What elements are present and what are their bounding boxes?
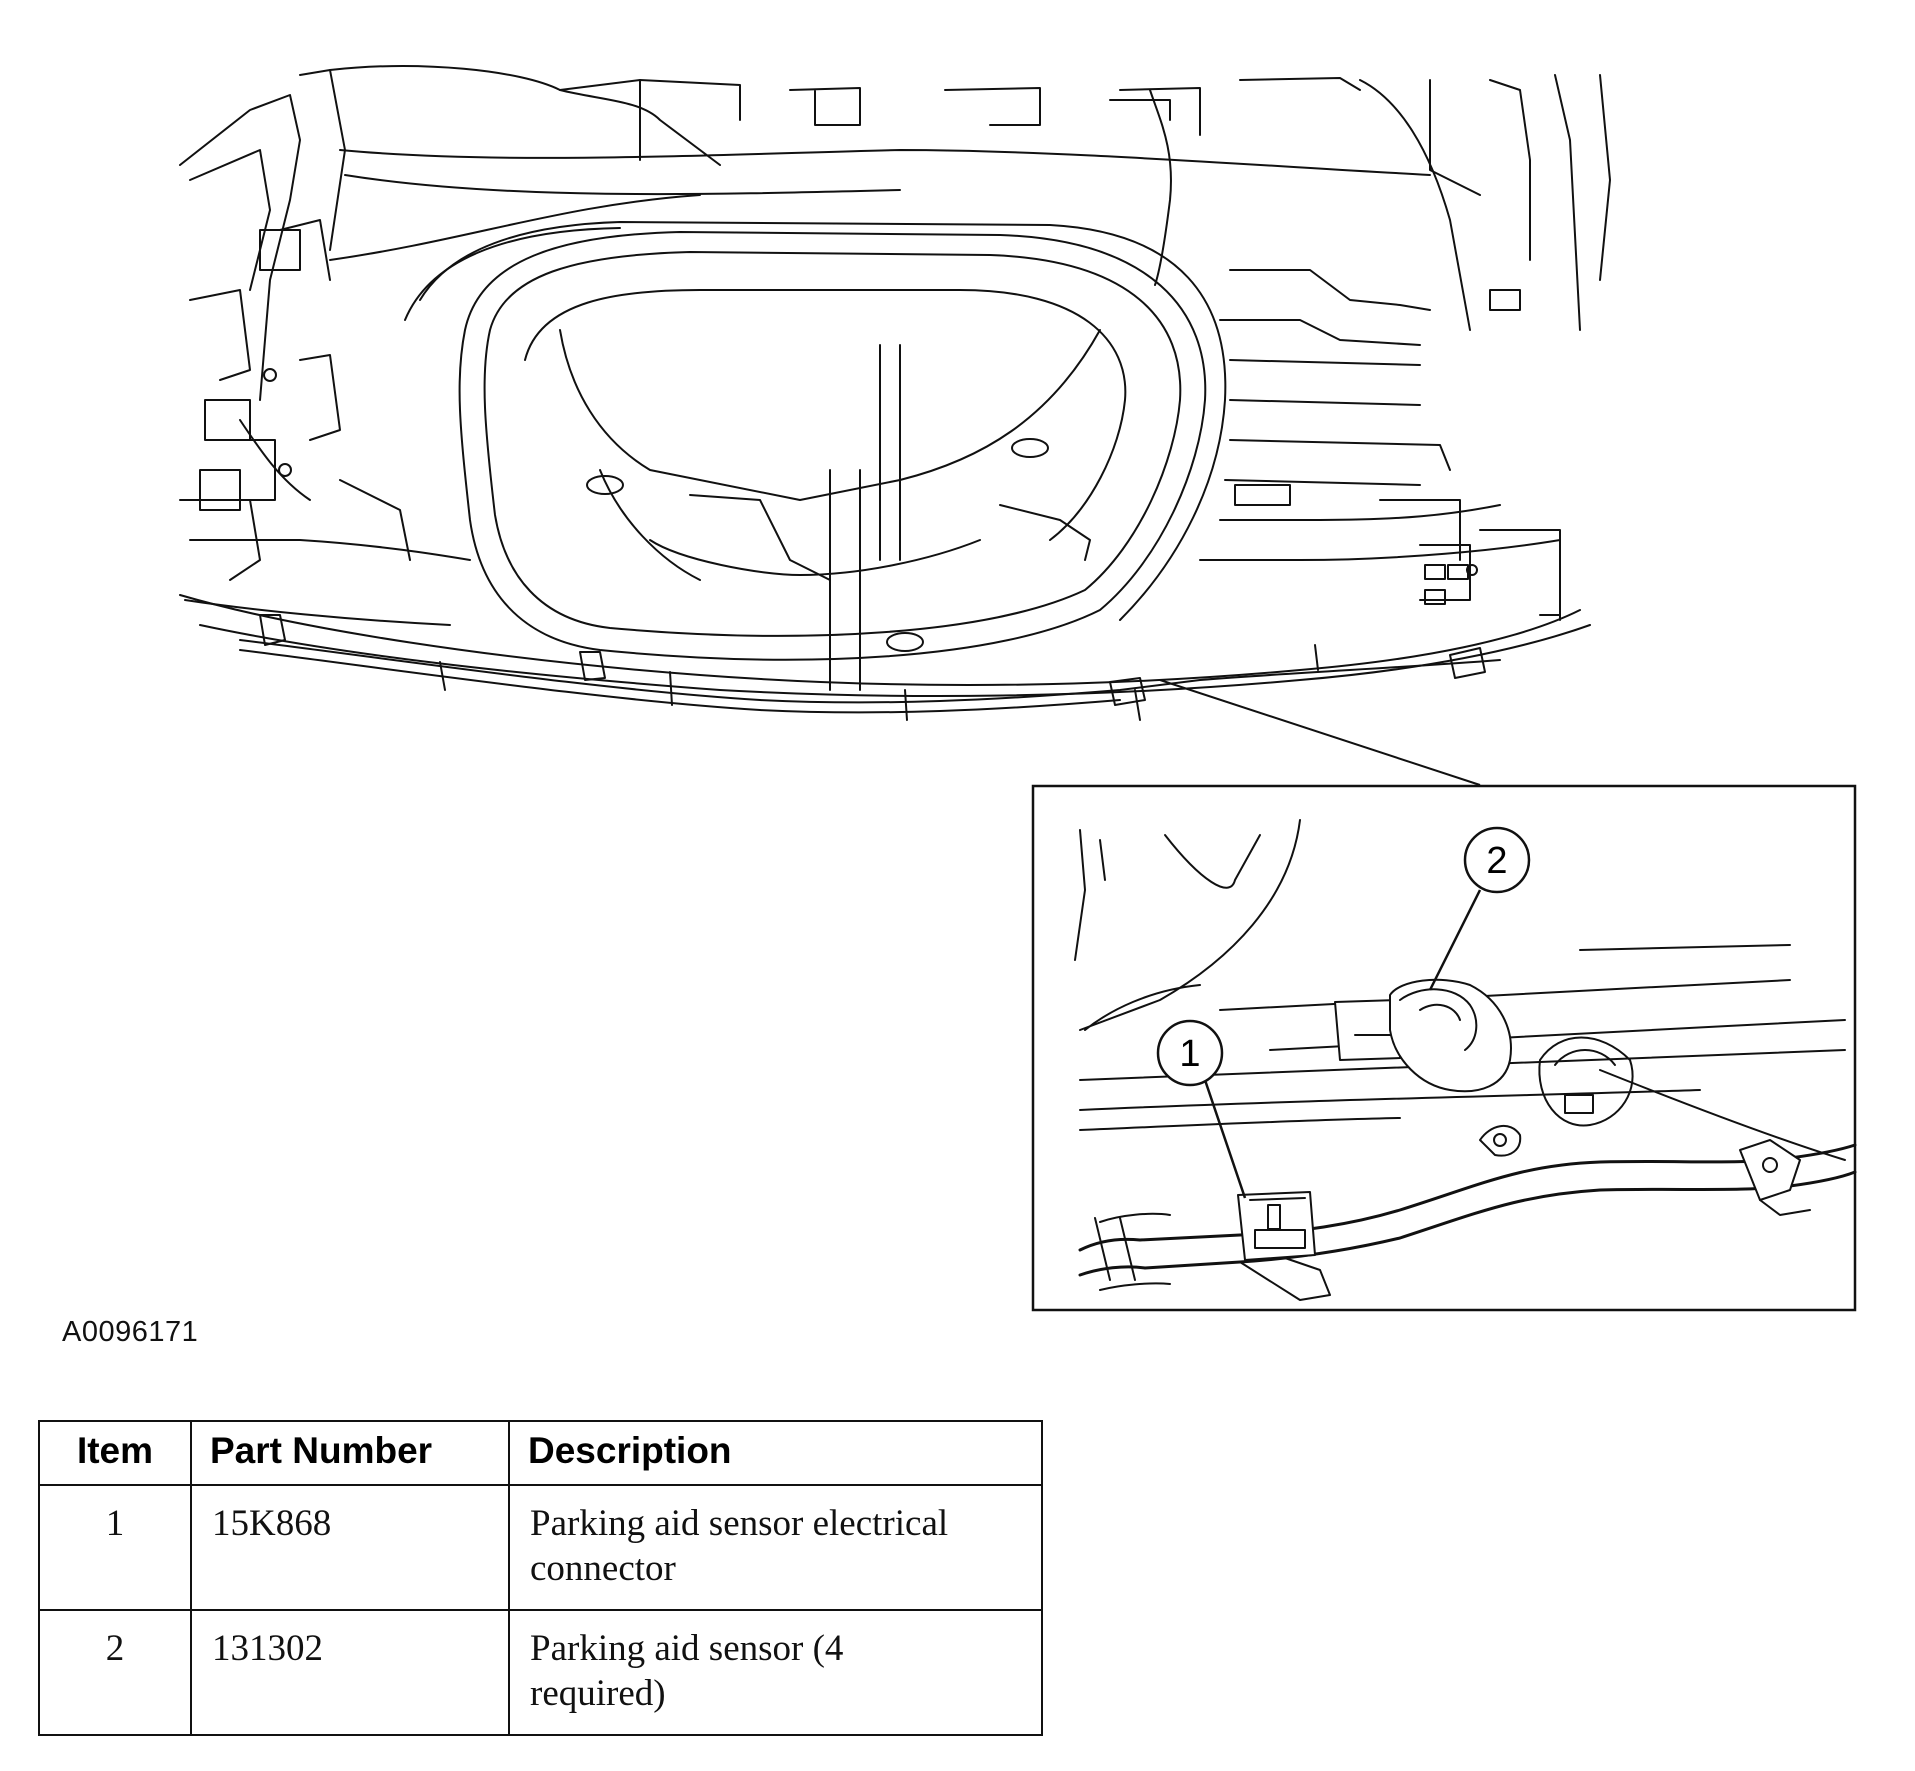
callout-1: 1 bbox=[1156, 1019, 1247, 1199]
figure-reference-id: A0096171 bbox=[62, 1316, 199, 1348]
cell-part-number: 131302 bbox=[190, 1609, 510, 1736]
svg-text:2: 2 bbox=[1486, 840, 1507, 882]
callout-2: 2 bbox=[1428, 826, 1531, 991]
cell-description: Parking aid sensor (4 required) bbox=[508, 1609, 1043, 1736]
cell-item: 1 bbox=[38, 1484, 192, 1611]
detail-leader-line bbox=[1159, 679, 1481, 786]
cell-description: Parking aid sensor electrical connector bbox=[508, 1484, 1043, 1611]
column-header-part-number: Part Number bbox=[190, 1420, 510, 1486]
column-header-item: Item bbox=[38, 1420, 192, 1486]
table-header-row: Item Part Number Description bbox=[38, 1420, 1043, 1486]
parking-aid-sensor-detail-drawing: 1 2 bbox=[1031, 784, 1857, 1312]
vehicle-rear-underbody-drawing bbox=[179, 65, 1611, 721]
cell-part-number: 15K868 bbox=[190, 1484, 510, 1611]
table-row: 2 131302 Parking aid sensor (4 required) bbox=[38, 1609, 1043, 1736]
cell-item: 2 bbox=[38, 1609, 192, 1736]
table-row: 1 15K868 Parking aid sensor electrical c… bbox=[38, 1484, 1043, 1611]
column-header-description: Description bbox=[508, 1420, 1043, 1486]
svg-text:1: 1 bbox=[1179, 1033, 1200, 1075]
parts-table: Item Part Number Description 1 15K868 Pa… bbox=[38, 1420, 1043, 1736]
